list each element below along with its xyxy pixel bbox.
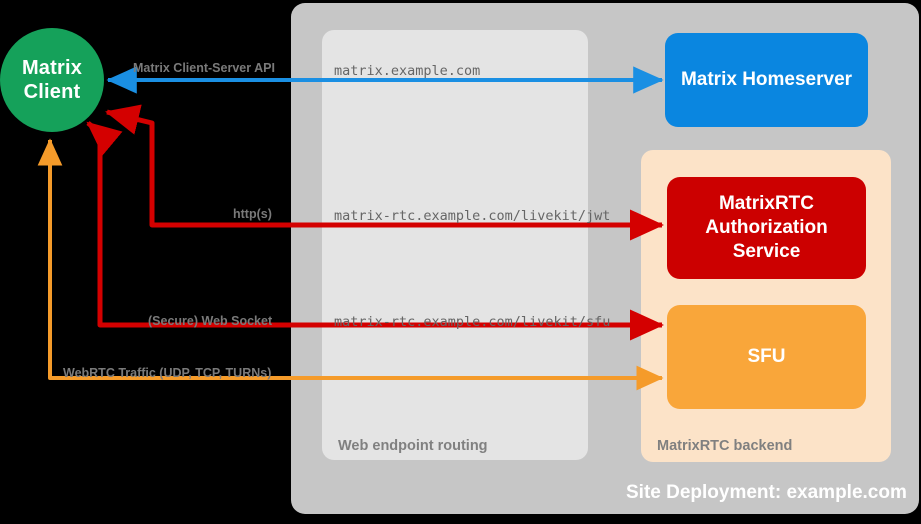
matrixrtc-authorization-service-node[interactable] xyxy=(667,177,866,279)
matrix-client-node[interactable] xyxy=(0,28,104,132)
edge-label-matrix-client-server-api: Matrix Client-Server API xyxy=(133,61,275,75)
web-endpoint-routing-caption: Web endpoint routing xyxy=(338,438,488,454)
endpoint-url-livekit-sfu: matrix-rtc.example.com/livekit/sfu xyxy=(334,314,611,330)
edge-label-https: http(s) xyxy=(233,207,272,221)
matrixrtc-backend-caption: MatrixRTC backend xyxy=(657,438,793,454)
edge-label-secure-websocket: (Secure) Web Socket xyxy=(148,314,273,328)
edge-webrtc-traffic xyxy=(37,138,664,391)
sfu-node[interactable] xyxy=(667,305,866,409)
matrix-homeserver-node[interactable] xyxy=(665,33,868,127)
endpoint-url-matrix: matrix.example.com xyxy=(334,63,481,79)
site-deployment-caption: Site Deployment: example.com xyxy=(626,482,907,503)
endpoint-url-livekit-jwt: matrix-rtc.example.com/livekit/jwt xyxy=(334,208,611,224)
edge-label-webrtc-traffic: WebRTC Traffic (UDP, TCP, TURNs) xyxy=(63,366,272,380)
web-endpoint-routing-panel xyxy=(322,30,588,460)
